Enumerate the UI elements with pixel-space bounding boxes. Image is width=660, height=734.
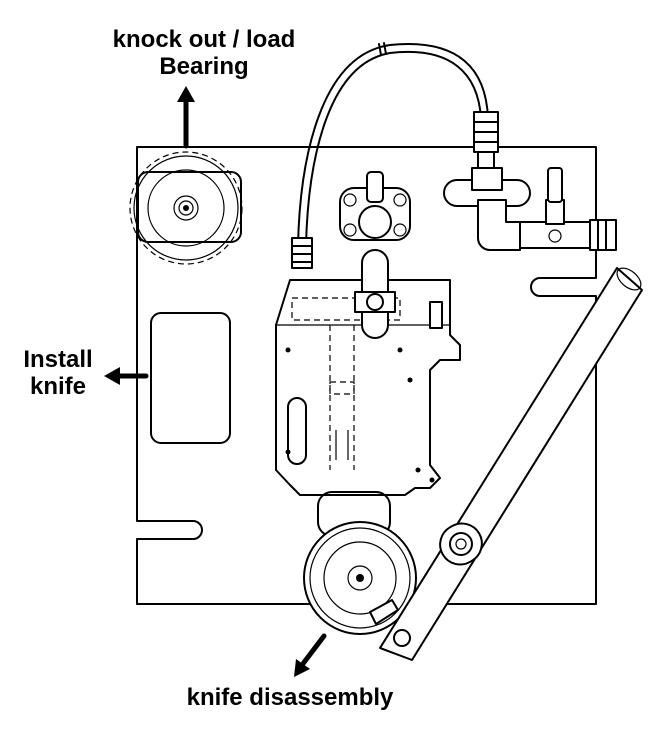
tension-arm	[369, 267, 643, 661]
install-knife-slot	[150, 312, 231, 444]
disassembly-arrow-icon	[294, 633, 327, 677]
install-arrow-icon	[104, 367, 149, 385]
base-plate	[136, 146, 597, 605]
hose-fitting-left	[291, 237, 313, 269]
install-label-line1: Install	[23, 346, 93, 373]
clamp-handle	[339, 171, 411, 339]
install-knife-label: Install knife	[18, 346, 98, 400]
disassembly-label-text: knife disassembly	[186, 684, 394, 711]
bearing-label-line2: Bearing	[159, 53, 249, 80]
knife-disassembly-label: knife disassembly	[160, 684, 420, 711]
bearing-assembly	[129, 151, 243, 265]
valve-assembly	[443, 167, 617, 251]
bearing-label-line1: knock out / load	[112, 26, 296, 53]
install-label-line2: knife	[29, 373, 86, 400]
bearing-arrow-icon	[177, 86, 195, 149]
bearing-label: knock out / load Bearing	[94, 26, 314, 80]
hose	[297, 43, 489, 246]
